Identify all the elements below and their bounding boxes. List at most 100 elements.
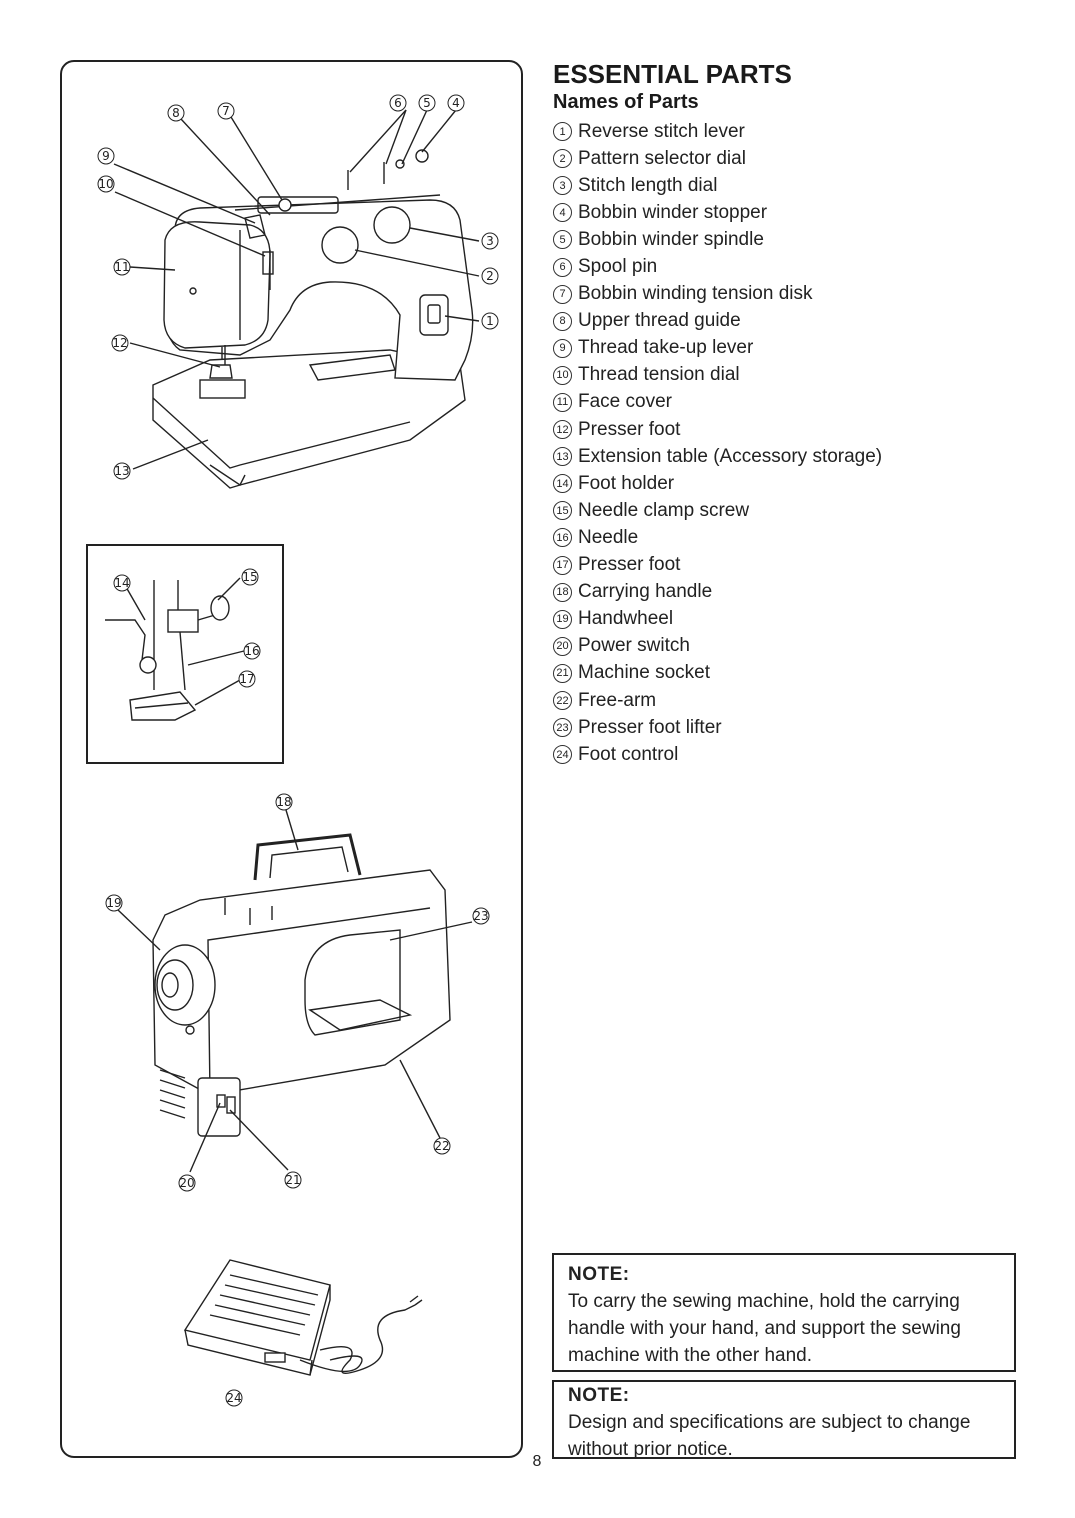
list-item: 14 Foot holder: [553, 470, 1023, 497]
item-label: Foot holder: [578, 472, 675, 494]
svg-text:4: 4: [452, 96, 460, 110]
callouts-rear-view: 18 19 23 22 20 21: [105, 793, 490, 1192]
list-item: 5 Bobbin winder spindle: [553, 226, 1023, 253]
item-label: Presser foot: [578, 418, 681, 440]
list-item: 8 Upper thread guide: [553, 308, 1023, 335]
parts-illustrations: 8 7 6 5 4 9 10 11 12 13 3 2 1 14 15 16 1…: [60, 60, 523, 1458]
list-item: 22 Free-arm: [553, 687, 1023, 714]
svg-text:5: 5: [423, 96, 431, 110]
svg-text:13: 13: [114, 464, 129, 478]
list-item: 23 Presser foot lifter: [553, 714, 1023, 741]
section-subtitle: Names of Parts: [553, 91, 699, 113]
item-label: Bobbin winder stopper: [578, 201, 768, 223]
item-label: Bobbin winding tension disk: [578, 283, 813, 305]
parts-list: 1 Reverse stitch lever 2 Pattern selector …: [553, 118, 1023, 768]
item-number: 10: [553, 365, 572, 385]
svg-text:19: 19: [106, 896, 121, 910]
item-label: Handwheel: [578, 608, 674, 630]
item-number: 1: [553, 122, 572, 142]
item-label: Stitch length dial: [578, 174, 718, 196]
item-number: 19: [553, 609, 572, 629]
list-item: 4 Bobbin winder stopper: [553, 199, 1023, 226]
list-item: 7 Bobbin winding tension disk: [553, 281, 1023, 308]
item-number: 5: [553, 230, 572, 250]
item-number: 4: [553, 203, 572, 223]
svg-text:10: 10: [98, 177, 113, 191]
svg-text:21: 21: [285, 1173, 300, 1187]
item-label: Needle clamp screw: [578, 499, 750, 521]
note-title: NOTE:: [568, 1385, 630, 1406]
item-number: 16: [553, 528, 572, 548]
list-item: 3 Stitch length dial: [553, 172, 1023, 199]
svg-text:7: 7: [222, 104, 230, 118]
list-item: 18 Carrying handle: [553, 579, 1023, 606]
callouts-front-view: 8 7 6 5 4 9 10 11 12 13 3 2 1: [97, 94, 499, 480]
item-number: 6: [553, 257, 572, 277]
note-line: machine with the other hand.: [568, 1345, 812, 1366]
note-line: Design and specifications are subject to…: [568, 1412, 971, 1433]
callouts-foot-control: 24: [225, 1389, 243, 1407]
list-item: 11 Face cover: [553, 389, 1023, 416]
item-label: Carrying handle: [578, 581, 713, 603]
note-line: without prior notice.: [568, 1439, 733, 1460]
svg-text:6: 6: [394, 96, 402, 110]
list-item: 6 Spool pin: [553, 253, 1023, 280]
item-number: 12: [553, 420, 572, 440]
item-label: Free-arm: [578, 689, 657, 711]
illustration-panel: [60, 60, 523, 1458]
svg-text:24: 24: [226, 1391, 241, 1405]
page-number: 8: [532, 1453, 542, 1470]
list-item: 12 Presser foot: [553, 416, 1023, 443]
svg-text:2: 2: [486, 269, 494, 283]
svg-text:17: 17: [239, 672, 254, 686]
item-label: Bobbin winder spindle: [578, 228, 764, 250]
item-label: Face cover: [578, 391, 672, 413]
item-label: Machine socket: [578, 662, 711, 684]
svg-text:14: 14: [114, 576, 129, 590]
svg-text:16: 16: [244, 644, 259, 658]
svg-text:11: 11: [114, 260, 129, 274]
svg-text:23: 23: [473, 909, 488, 923]
item-number: 15: [553, 501, 572, 521]
item-number: 3: [553, 176, 572, 196]
list-item: 19 Handwheel: [553, 606, 1023, 633]
item-label: Upper thread guide: [578, 310, 741, 332]
foot-control-view: [183, 1259, 423, 1376]
item-label: Foot control: [578, 743, 679, 765]
list-item: 1 Reverse stitch lever: [553, 118, 1023, 145]
item-number: 7: [553, 284, 572, 304]
svg-text:9: 9: [102, 149, 110, 163]
item-number: 14: [553, 474, 572, 494]
svg-text:22: 22: [434, 1139, 449, 1153]
item-number: 20: [553, 636, 572, 656]
svg-text:18: 18: [276, 795, 291, 809]
item-label: Pattern selector dial: [578, 147, 746, 169]
item-number: 9: [553, 338, 572, 358]
item-number: 23: [553, 718, 572, 738]
item-number: 2: [553, 149, 572, 169]
item-number: 22: [553, 691, 572, 711]
item-number: 8: [553, 311, 572, 331]
item-number: 17: [553, 555, 572, 575]
note-box-specifications: NOTE: Design and specifications are subj…: [552, 1380, 1016, 1460]
item-label: Reverse stitch lever: [578, 120, 745, 142]
machine-front-view: [113, 109, 480, 489]
item-number: 18: [553, 582, 572, 602]
note-line: To carry the sewing machine, hold the ca…: [568, 1291, 960, 1312]
list-item: 15 Needle clamp screw: [553, 497, 1023, 524]
svg-text:3: 3: [486, 234, 494, 248]
item-label: Spool pin: [578, 256, 658, 278]
item-label: Presser foot lifter: [578, 716, 722, 738]
item-label: Extension table (Accessory storage): [578, 445, 883, 467]
svg-text:20: 20: [179, 1176, 194, 1190]
svg-text:8: 8: [172, 106, 180, 120]
callouts-needle-view: 14 15 16 17: [113, 568, 261, 688]
item-number: 11: [553, 392, 572, 412]
